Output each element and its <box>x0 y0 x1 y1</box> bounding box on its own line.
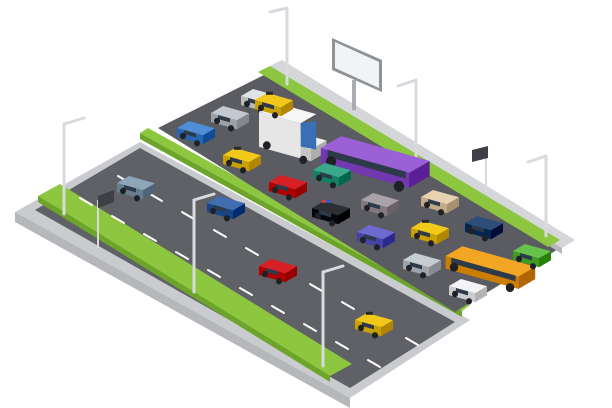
vehicle-car <box>259 259 297 285</box>
lane-markings <box>79 175 419 368</box>
vehicle-car <box>357 225 395 251</box>
vehicle-car <box>403 253 441 279</box>
vehicle-police <box>312 199 350 227</box>
vehicle-car <box>117 176 155 202</box>
vehicle-car <box>313 163 351 189</box>
street-lamp-icon <box>526 154 548 238</box>
road-sign-icon <box>472 146 488 192</box>
billboard-icon <box>332 38 382 110</box>
left-carriageway <box>35 148 455 388</box>
vehicle-car <box>211 106 249 132</box>
street-lamp-icon <box>62 116 86 216</box>
street-lamps <box>62 6 548 368</box>
vehicle-bus <box>320 136 430 192</box>
vehicle-taxi <box>223 146 261 174</box>
vehicles <box>117 89 551 339</box>
street-lamp-icon <box>192 192 216 294</box>
road-platform <box>15 60 575 408</box>
vehicle-car <box>207 196 245 222</box>
vehicle-car <box>513 244 551 270</box>
vehicle-car <box>449 279 487 305</box>
vehicle-taxi <box>355 311 393 339</box>
vehicle-car <box>177 121 215 147</box>
street-lamp-icon <box>268 6 289 86</box>
vehicle-car <box>465 216 503 242</box>
vehicle-truck <box>259 102 327 165</box>
vehicle-car <box>361 193 399 219</box>
vehicle-car <box>421 190 459 216</box>
street-lamp-icon <box>321 264 345 368</box>
vehicle-taxi <box>255 91 293 119</box>
vehicle-taxi <box>411 219 449 247</box>
vehicle-bus <box>445 246 536 293</box>
street-lamp-icon <box>396 78 418 162</box>
vehicle-car <box>269 175 307 201</box>
road-sign-icon <box>97 190 114 248</box>
